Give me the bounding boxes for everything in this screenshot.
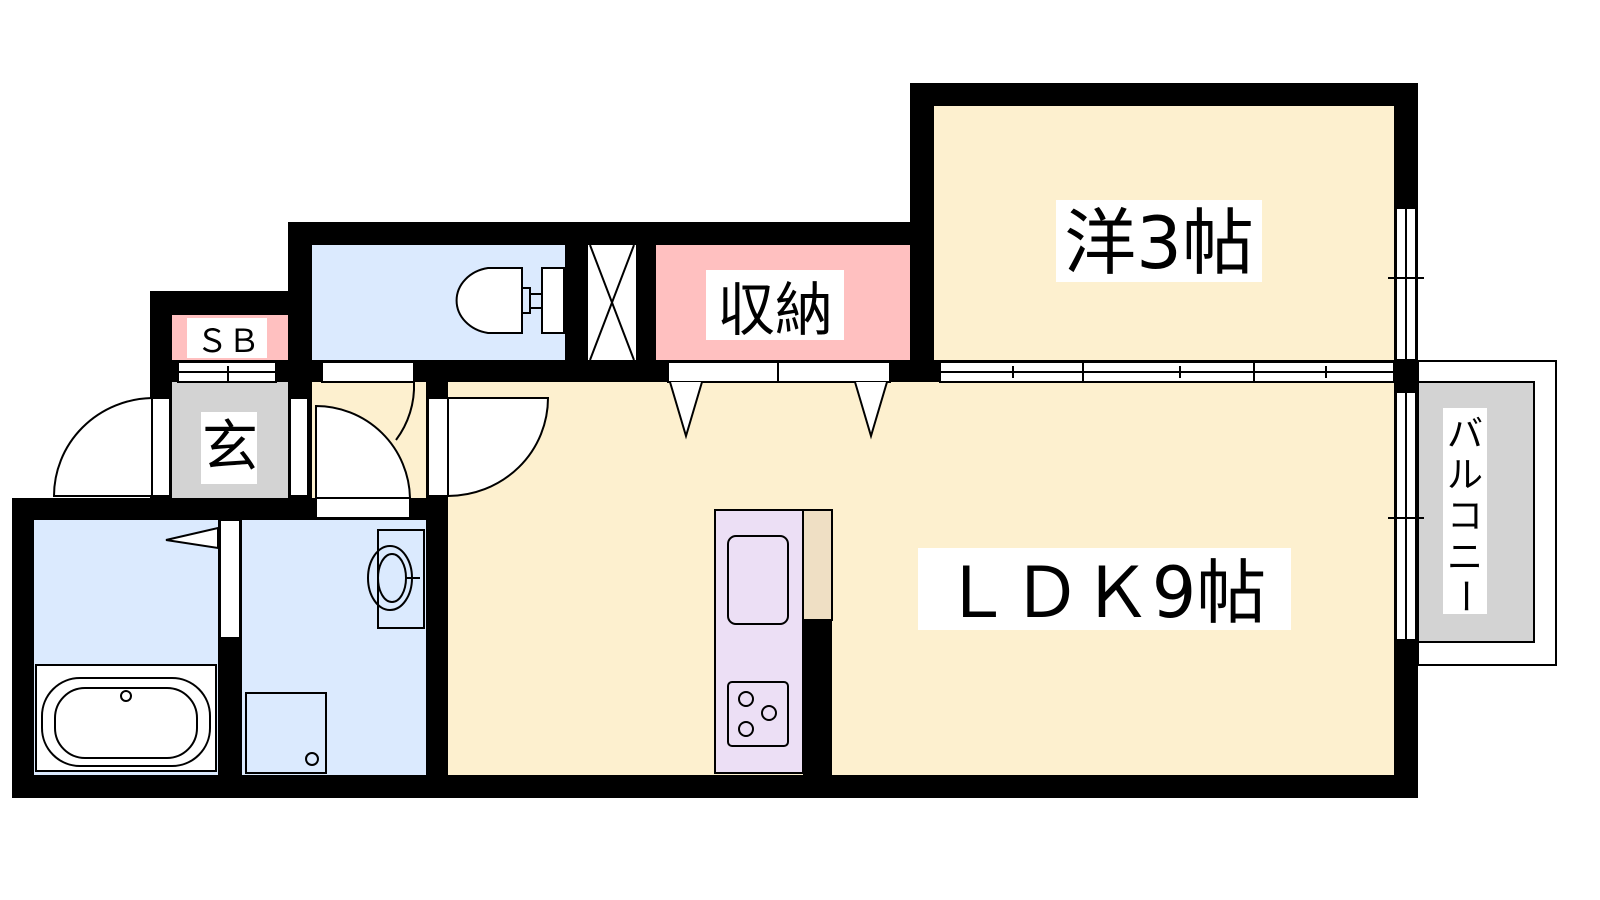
western-room-label: 洋3帖 (1064, 201, 1254, 285)
washroom (242, 520, 426, 775)
balcony-char: ル (1447, 455, 1483, 496)
balcony-char: コ (1447, 496, 1483, 537)
wash-basin (367, 529, 425, 629)
toilet (312, 245, 565, 360)
washing-machine-pan (245, 692, 327, 774)
kitchen (714, 509, 833, 775)
toilet-fixture (455, 267, 565, 334)
swing-doors (52, 361, 550, 519)
balcony-char: バ (1447, 414, 1483, 455)
sliding-doors (177, 207, 1424, 641)
balcony-char: ニ (1447, 537, 1483, 578)
storage-label: 収納 (717, 276, 833, 344)
shoe-box-label: ＳＢ (196, 322, 260, 360)
entrance-label: 玄 (202, 415, 258, 480)
ldk-label: ＬＤＫ9帖 (942, 552, 1267, 634)
balcony-label: バ ル コ ニ ー (1444, 414, 1485, 614)
balcony-char: ー (1444, 578, 1485, 614)
bathtub (35, 526, 219, 772)
